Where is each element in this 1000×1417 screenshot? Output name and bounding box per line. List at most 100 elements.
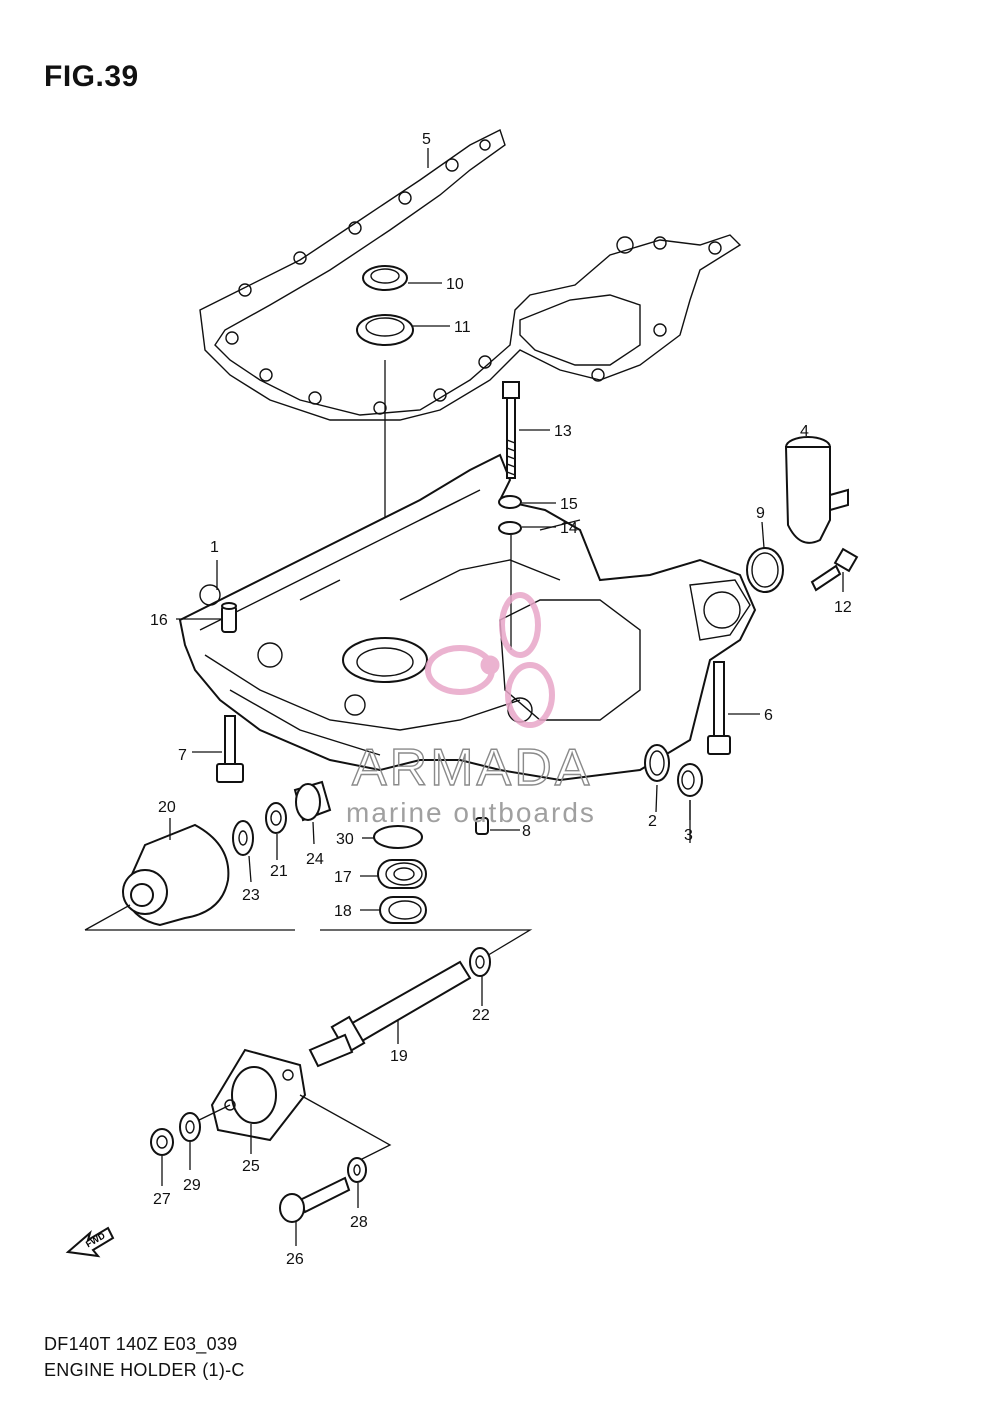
- callout-16: 16: [150, 612, 222, 629]
- washer-15: [498, 495, 522, 509]
- dowel-pin-16: [221, 602, 237, 633]
- leader-line: [655, 784, 658, 813]
- callout-21: 21: [270, 834, 288, 880]
- part-number-label: 18: [334, 903, 352, 920]
- engine-holder-body: [178, 453, 757, 782]
- water-fitting-4: [784, 436, 849, 544]
- nut-21: [265, 802, 287, 834]
- leader-line-25-28: [299, 1094, 392, 1161]
- part-number-label: 16: [150, 612, 168, 629]
- callout-23: 23: [242, 855, 260, 904]
- callout-17: 17: [334, 869, 378, 886]
- part-number-label: 3: [684, 827, 693, 844]
- bolt-7: [216, 715, 244, 783]
- nut-27: [150, 1128, 174, 1156]
- leader-line: [312, 821, 315, 845]
- callout-14: 14: [522, 520, 578, 537]
- callout-22: 22: [472, 976, 490, 1024]
- callout-8: 8: [490, 823, 531, 840]
- drain-plug-3: [677, 763, 703, 797]
- figure-title: FIG.39: [44, 60, 139, 93]
- figure-caption: ENGINE HOLDER (1)-C: [44, 1360, 245, 1380]
- callout-10: 10: [408, 276, 464, 293]
- callout-19: 19: [390, 1020, 408, 1065]
- leader-line: [761, 521, 765, 549]
- part-number-label: 25: [242, 1158, 260, 1175]
- callout-12: 12: [834, 572, 852, 616]
- model-code: DF140T 140Z E03_039: [44, 1334, 238, 1354]
- bearing-17: [377, 859, 427, 889]
- callout-11: 11: [413, 319, 471, 336]
- part-number-label: 6: [764, 707, 773, 724]
- collar-24: [293, 780, 332, 822]
- bolt-6: [707, 661, 731, 755]
- bolt-13: [502, 381, 520, 479]
- part-number-label: 20: [158, 799, 176, 816]
- part-number-label: 5: [422, 131, 431, 148]
- washer-14: [498, 521, 522, 535]
- callout-29: 29: [183, 1142, 201, 1194]
- leader-line: [248, 855, 252, 883]
- part-number-label: 30: [336, 831, 354, 848]
- part-number-label: 28: [350, 1214, 368, 1231]
- gasket-5: [199, 129, 742, 421]
- o-ring-9: [746, 547, 784, 593]
- callout-13: 13: [519, 423, 572, 440]
- callout-4: 4: [800, 423, 809, 440]
- part-callouts: 1234567891011121314151617181920212223242…: [150, 131, 852, 1268]
- part-number-label: 14: [560, 520, 578, 537]
- part-number-label: 4: [800, 423, 809, 440]
- part-number-label: 12: [834, 599, 852, 616]
- part-number-label: 24: [306, 851, 324, 868]
- part-number-label: 23: [242, 887, 260, 904]
- pin-8: [475, 817, 489, 835]
- watermark-logo: [425, 592, 555, 728]
- oil-seal-10: [362, 265, 408, 291]
- part-number-label: 7: [178, 747, 187, 764]
- part-number-label: 10: [446, 276, 464, 293]
- washer-29: [179, 1112, 201, 1142]
- callout-3: 3: [684, 800, 693, 844]
- part-number-label: 8: [522, 823, 531, 840]
- callout-27: 27: [153, 1156, 171, 1208]
- part-number-label: 17: [334, 869, 352, 886]
- watermark-tagline: marine outboards: [346, 797, 596, 828]
- part-number-label: 15: [560, 496, 578, 513]
- washer-28: [347, 1157, 367, 1183]
- washer-22: [469, 947, 491, 977]
- circlip-30: [373, 825, 423, 849]
- part-number-label: 27: [153, 1191, 171, 1208]
- oil-seal-18: [379, 896, 427, 924]
- bolt-26: [279, 1176, 351, 1223]
- washer-23: [232, 820, 254, 856]
- part-number-label: 2: [648, 813, 657, 830]
- callout-2: 2: [648, 784, 658, 830]
- part-number-label: 29: [183, 1177, 201, 1194]
- watermark-brand: ARMADA: [352, 739, 592, 797]
- callout-6: 6: [728, 707, 773, 724]
- callout-15: 15: [522, 496, 578, 513]
- bolt-12: [810, 547, 859, 592]
- stud-bolt-19: [308, 960, 472, 1068]
- bracket-25: [210, 1048, 307, 1142]
- part-number-label: 22: [472, 1007, 490, 1024]
- callout-20: 20: [158, 799, 176, 840]
- callout-30: 30: [336, 831, 374, 848]
- callout-26: 26: [286, 1222, 304, 1268]
- part-number-label: 9: [756, 505, 765, 522]
- part-number-label: 19: [390, 1048, 408, 1065]
- part-number-label: 26: [286, 1251, 304, 1268]
- part-number-label: 21: [270, 863, 288, 880]
- callout-18: 18: [334, 903, 380, 920]
- engine-mount-20: [122, 823, 230, 927]
- separator-line: [84, 904, 533, 961]
- callout-1: 1: [210, 539, 219, 590]
- callout-5: 5: [422, 131, 431, 168]
- callout-7: 7: [178, 747, 222, 764]
- fwd-arrow-icon: FWD: [65, 1226, 115, 1258]
- part-number-label: 13: [554, 423, 572, 440]
- part-number-label: 11: [454, 319, 471, 336]
- gasket-2: [644, 744, 670, 782]
- callout-28: 28: [350, 1183, 368, 1231]
